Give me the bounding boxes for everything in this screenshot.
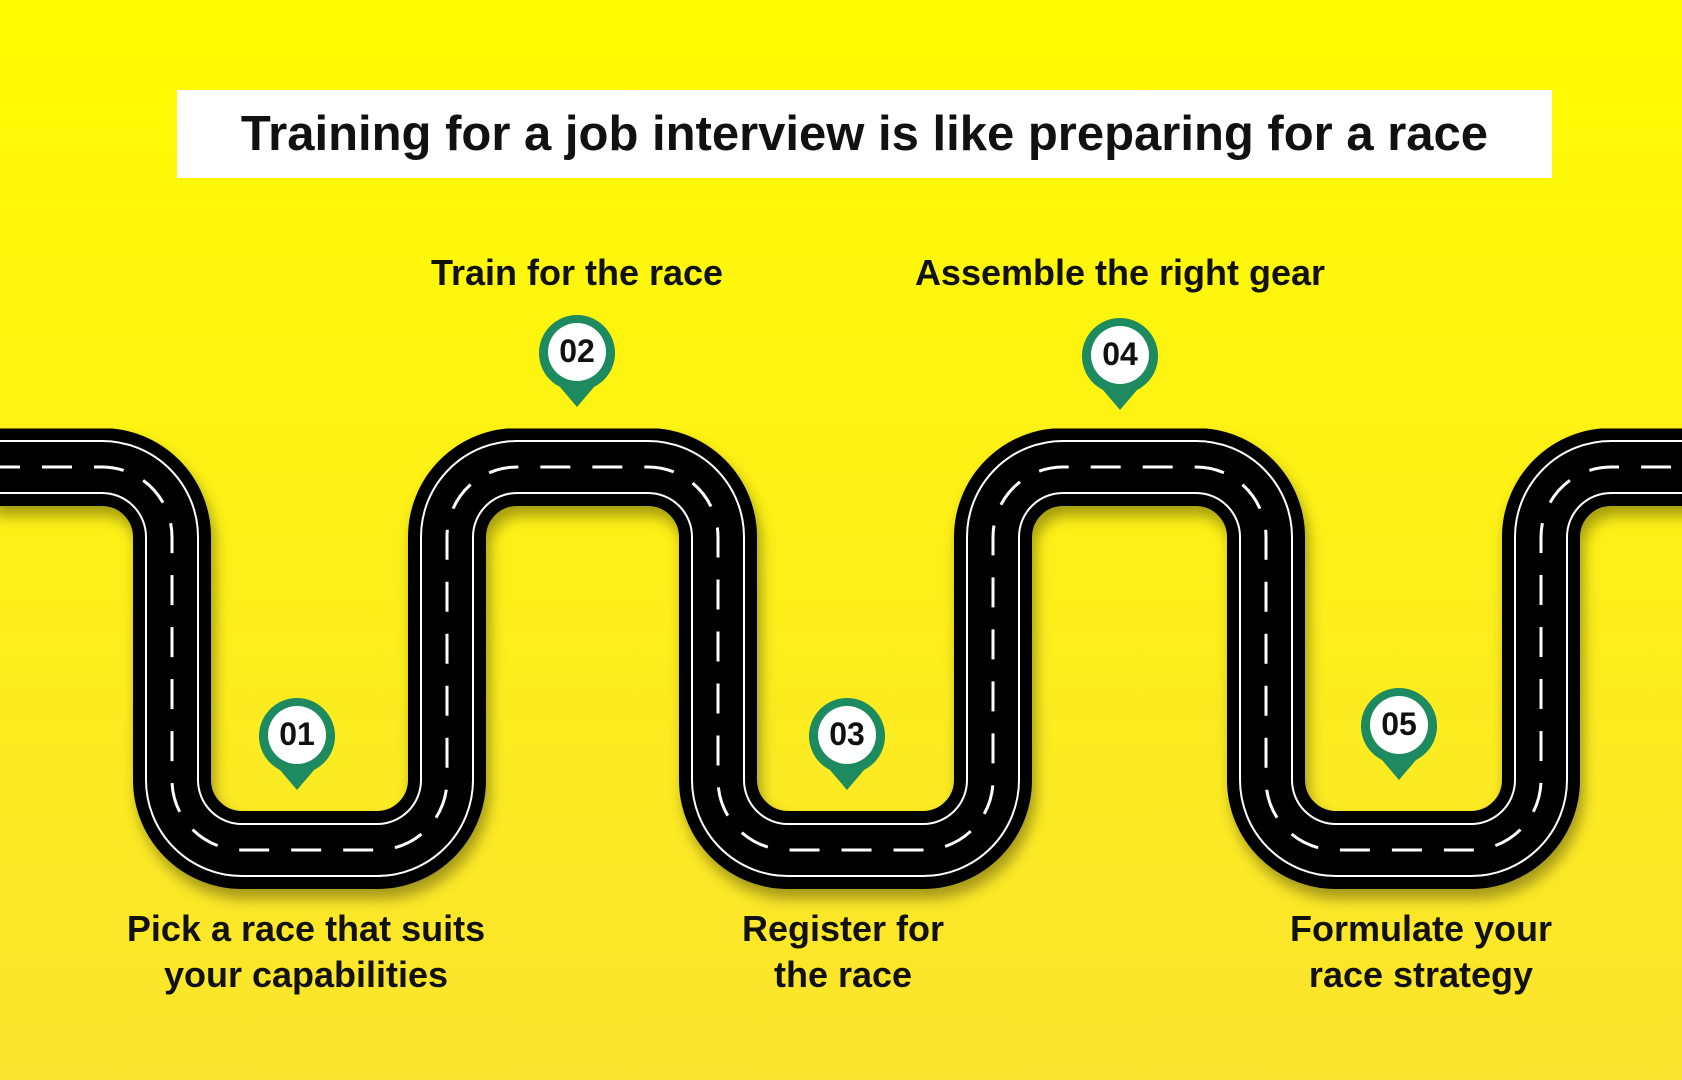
- step-number: 02: [559, 333, 595, 369]
- road-center-dashes: [0, 465, 1682, 852]
- map-pin-icon: [808, 698, 886, 790]
- step-marker-01: 01: [257, 698, 337, 796]
- step-label-line: Formulate your: [1289, 908, 1553, 949]
- step-marker-03: 03: [807, 698, 887, 796]
- step-label-line: Register for: [741, 908, 945, 949]
- step-marker-05: 05: [1359, 688, 1439, 786]
- step-number: 03: [829, 716, 865, 752]
- map-pin-icon: [538, 315, 616, 407]
- step-marker-04: 04: [1080, 318, 1160, 416]
- step-label-02: Train for the race: [431, 250, 723, 296]
- step-label-line: Assemble the right gear: [914, 252, 1326, 293]
- step-label-01: Pick a race that suits your capabilities: [127, 906, 485, 998]
- step-label-03: Register for the race: [742, 906, 944, 998]
- step-label-line: Pick a race that suits: [126, 908, 486, 949]
- step-label-line: the race: [773, 954, 913, 995]
- step-number: 01: [279, 716, 315, 752]
- step-label-line: Train for the race: [430, 252, 724, 293]
- step-label-line: race strategy: [1308, 954, 1534, 995]
- page-title: Training for a job interview is like pre…: [240, 107, 1489, 161]
- title-banner: Training for a job interview is like pre…: [177, 90, 1552, 178]
- map-pin-icon: [1081, 318, 1159, 410]
- step-marker-02: 02: [537, 315, 617, 413]
- step-number: 04: [1102, 336, 1138, 372]
- step-label-04: Assemble the right gear: [915, 250, 1325, 296]
- step-number: 05: [1381, 706, 1417, 742]
- step-label-05: Formulate your race strategy: [1290, 906, 1552, 998]
- map-pin-icon: [1360, 688, 1438, 780]
- map-pin-icon: [258, 698, 336, 790]
- step-label-line: your capabilities: [163, 954, 449, 995]
